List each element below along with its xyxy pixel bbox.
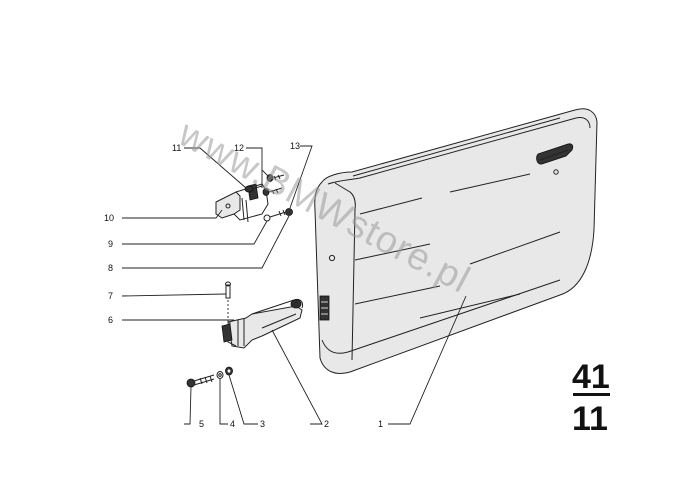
hinge-washer-9[interactable] — [263, 214, 271, 222]
leader-lines — [121, 145, 467, 425]
callout-11: 11 — [172, 143, 181, 153]
callout-12: 12 — [234, 143, 244, 153]
callout-10: 10 — [104, 213, 114, 223]
hinge-bolt-12[interactable] — [262, 174, 285, 196]
callout-8: 8 — [108, 263, 113, 273]
hinge-bolt-5[interactable] — [186, 374, 215, 388]
callout-1: 1 — [378, 419, 383, 429]
callout-5: 5 — [199, 419, 204, 429]
callout-labels: 1 2 3 4 5 6 7 8 9 10 11 12 13 — [104, 141, 383, 429]
callout-13: 13 — [290, 141, 300, 151]
door-handle — [536, 143, 574, 175]
callout-3: 3 — [260, 419, 265, 429]
callout-9: 9 — [108, 239, 113, 249]
hinge-bolt-11[interactable] — [244, 185, 263, 193]
hinge-bolt-13[interactable] — [269, 208, 293, 218]
callout-4: 4 — [230, 419, 235, 429]
lower-hinge[interactable] — [221, 299, 303, 349]
door-panel[interactable] — [314, 108, 598, 374]
washer-4[interactable] — [216, 371, 224, 379]
group-number: 41 11 — [572, 358, 610, 438]
group-number-bottom: 11 — [572, 400, 608, 438]
group-number-divider — [573, 393, 610, 396]
group-number-top: 41 — [572, 358, 610, 396]
callout-7: 7 — [108, 291, 113, 301]
lock-cutout — [319, 295, 330, 321]
hinge-pin-7[interactable] — [225, 281, 231, 322]
upper-hinge[interactable] — [215, 183, 269, 223]
callout-2: 2 — [324, 419, 329, 429]
washer-3[interactable] — [225, 366, 233, 376]
callout-6: 6 — [108, 315, 113, 325]
